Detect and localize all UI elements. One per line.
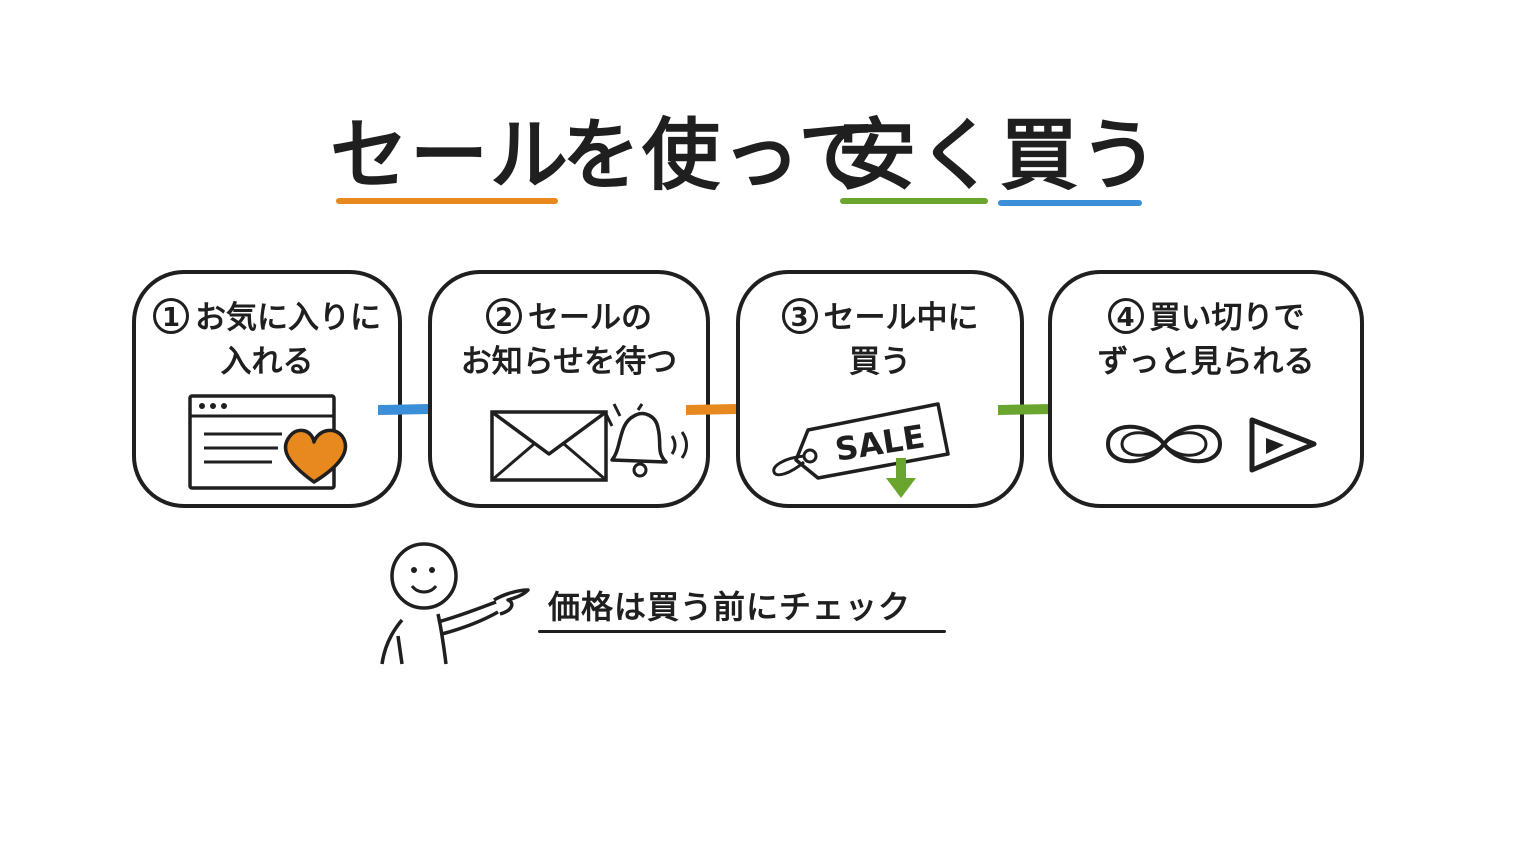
step-1-number: 1 bbox=[153, 298, 189, 334]
diagram-title: セール を使って 安く 買う bbox=[330, 108, 1160, 218]
step-3-number: 3 bbox=[781, 298, 818, 334]
title-underline-green bbox=[840, 198, 988, 204]
price-check-note: 価格は買う前にチェック bbox=[548, 588, 912, 626]
note-underline bbox=[538, 630, 946, 633]
title-underline-blue bbox=[998, 200, 1142, 206]
title-part-cheap: 安く bbox=[838, 111, 999, 201]
title-part-sale: セール bbox=[330, 111, 571, 201]
title-part-using: を使って bbox=[562, 111, 879, 201]
sale-tag-icon: SALE bbox=[772, 402, 950, 498]
title-underline-orange bbox=[336, 198, 558, 204]
mail-bell-icon bbox=[490, 403, 688, 482]
title-part-buy: 買う bbox=[1000, 111, 1161, 201]
step-2-number: 2 bbox=[486, 298, 522, 334]
heart-browser-icon bbox=[188, 394, 348, 490]
step-4-number: 4 bbox=[1107, 298, 1144, 334]
infinity-play-icon bbox=[1105, 417, 1317, 473]
pointing-person-illustration bbox=[380, 542, 530, 665]
